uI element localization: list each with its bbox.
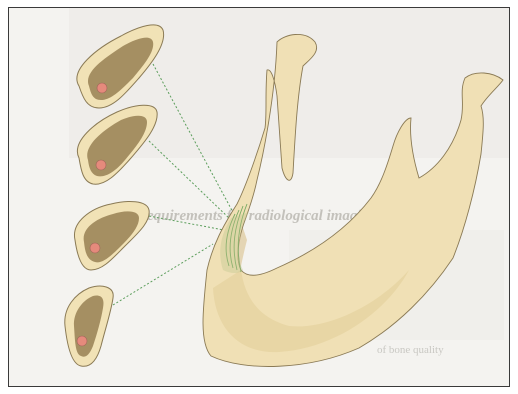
- canal-3: [90, 243, 100, 253]
- cross-section-4: [65, 286, 113, 366]
- canal-1: [97, 83, 107, 93]
- figure-frame: Requirements for radiological imaging of…: [8, 7, 510, 387]
- canal-4: [77, 336, 87, 346]
- canal-2: [96, 160, 106, 170]
- mandible-illustration: [9, 8, 509, 386]
- cross-section-3: [74, 202, 149, 270]
